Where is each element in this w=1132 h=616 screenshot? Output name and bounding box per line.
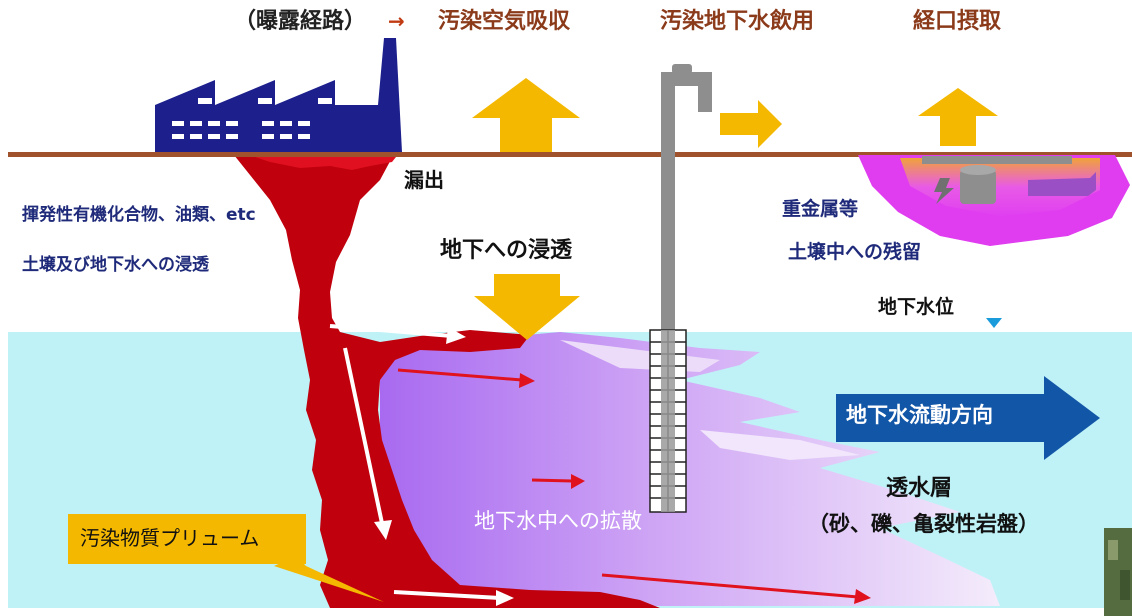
flow-direction-label: 地下水流動方向 bbox=[846, 403, 993, 427]
metals-slab bbox=[922, 156, 1072, 164]
well-spout bbox=[661, 72, 712, 112]
plume-lobe-mid bbox=[700, 430, 860, 460]
plume-callout-pointer bbox=[274, 556, 384, 602]
well-pipe-inner bbox=[661, 330, 675, 512]
drinking-arrow bbox=[720, 100, 782, 148]
infiltration-label: 地下への浸透 bbox=[440, 238, 573, 263]
plume-callout-box bbox=[68, 514, 306, 564]
leak-label: 漏出 bbox=[404, 168, 444, 192]
lightning-icon bbox=[934, 178, 954, 204]
white-flow-arrows bbox=[329, 324, 501, 600]
contaminant-column bbox=[230, 150, 660, 608]
air-route-label: 汚染空気吸収 bbox=[438, 9, 571, 34]
metals-label: 重金属等 bbox=[782, 198, 859, 220]
aquifer-label: 透水層 bbox=[886, 476, 953, 501]
factory-windows bbox=[172, 98, 332, 139]
route-arrow: → bbox=[388, 9, 405, 33]
air-uptake-arrow bbox=[472, 78, 580, 152]
metals-drum bbox=[960, 170, 996, 204]
metals-zone-core bbox=[900, 158, 1100, 216]
water-table-icon bbox=[986, 318, 1002, 328]
drinking-route-label: 汚染地下水飲用 bbox=[660, 9, 815, 34]
plume-label: 汚染物質プリューム bbox=[80, 526, 260, 550]
voc-label: 揮発性有機化合物、油類、etc bbox=[22, 205, 256, 225]
ground-surface bbox=[8, 152, 1132, 157]
well-tap bbox=[672, 64, 692, 74]
aquifer-materials-label: （砂、礫、亀裂性岩盤） bbox=[808, 512, 1039, 536]
flow-direction-arrow bbox=[836, 376, 1100, 460]
water-table-label: 地下水位 bbox=[878, 296, 955, 318]
oral-route-label: 経口摂取 bbox=[913, 9, 1002, 34]
oral-intake-arrow bbox=[918, 88, 998, 146]
soil-residue-label: 土壌中への残留 bbox=[788, 241, 922, 263]
voc-infiltration-label: 土壌及び地下水への浸透 bbox=[22, 255, 209, 275]
metals-box bbox=[1028, 172, 1096, 196]
diffusion-label: 地下水中への拡散 bbox=[474, 509, 642, 533]
infiltration-arrow bbox=[474, 274, 580, 340]
exposure-route-label: （曝露経路） bbox=[234, 9, 367, 34]
red-flow-arrows bbox=[397, 368, 859, 599]
diffusion-plume bbox=[380, 332, 1000, 606]
